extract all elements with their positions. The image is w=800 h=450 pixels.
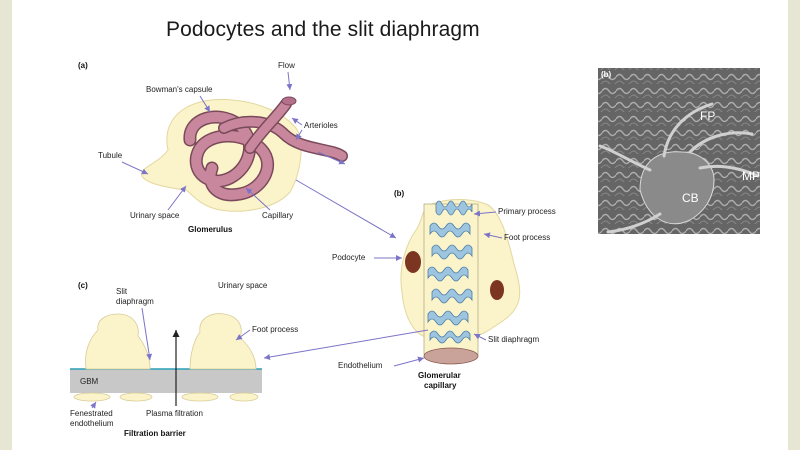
slide-title: Podocytes and the slit diaphragm: [166, 18, 480, 41]
label-glomerulus: Glomerulus: [188, 225, 233, 234]
arteriole-opening: [281, 96, 297, 106]
label-endothelium: Endothelium: [338, 361, 383, 370]
endothelium-blob-4: [229, 392, 259, 402]
endothelium-blob-1: [73, 392, 111, 402]
label-foot-process-c: Foot process: [252, 325, 298, 334]
label-urinary-space-c: Urinary space: [218, 281, 268, 290]
micrograph-cell-body: [639, 151, 715, 225]
right-decor-band: [788, 0, 800, 450]
label-podocyte: Podocyte: [332, 253, 366, 262]
label-fp: FP: [700, 109, 715, 123]
gbm-layer: [70, 369, 262, 393]
podocyte-nucleus-right: [490, 280, 504, 300]
panel-b-podocyte: (b) Primary process Foot process Podocyt…: [263, 189, 556, 390]
foot-process-left: [85, 313, 151, 370]
panel-c-tag: (c): [78, 281, 88, 290]
label-glomerular: Glomerular: [418, 371, 461, 380]
label-flow: Flow: [278, 61, 295, 70]
label-plasma-filtration: Plasma filtration: [146, 409, 203, 418]
foot-processes: [427, 200, 473, 344]
foot-process-right: [189, 313, 257, 370]
label-tubule: Tubule: [98, 151, 123, 160]
micrograph-processes: [598, 102, 760, 234]
label-mp: MP: [742, 169, 760, 183]
endothelium-base: [423, 347, 479, 365]
panel-c-filtration-barrier: (c) Slit diaphragm Urinary space Foot pr…: [70, 281, 298, 438]
label-endothelium-c: endothelium: [70, 419, 114, 428]
label-capillary: Capillary: [262, 211, 293, 220]
label-arterioles: Arterioles: [304, 121, 338, 130]
endothelium-blob-2: [119, 392, 153, 402]
label-foot-process-b: Foot process: [504, 233, 550, 242]
label-bowmans-capsule: Bowman's capsule: [146, 85, 213, 94]
label-primary-process: Primary process: [498, 207, 556, 216]
panel-a-glomerulus: (a) Flow Bowman's capsule Arterioles Tub…: [78, 61, 397, 239]
label-capillary-b: capillary: [424, 381, 457, 390]
label-slit-diaphragm-b: Slit diaphragm: [488, 335, 539, 344]
electron-micrograph: (b) FP CB MP: [598, 68, 760, 234]
capillary-loops: [183, 98, 348, 202]
panel-a-tag: (a): [78, 61, 88, 70]
endothelium-blob-3: [181, 392, 219, 402]
left-decor-band: [0, 0, 12, 450]
label-cb: CB: [682, 191, 699, 205]
panel-b-tag: (b): [394, 189, 405, 198]
podocyte-nucleus-left: [405, 251, 421, 273]
label-slit: Slit: [116, 287, 128, 296]
label-filtration-barrier: Filtration barrier: [124, 429, 186, 438]
label-urinary-space-a: Urinary space: [130, 211, 180, 220]
micrograph-tag: (b): [601, 70, 612, 79]
label-gbm: GBM: [80, 377, 99, 386]
label-diaphragm: diaphragm: [116, 297, 154, 306]
label-fenestrated: Fenestrated: [70, 409, 113, 418]
